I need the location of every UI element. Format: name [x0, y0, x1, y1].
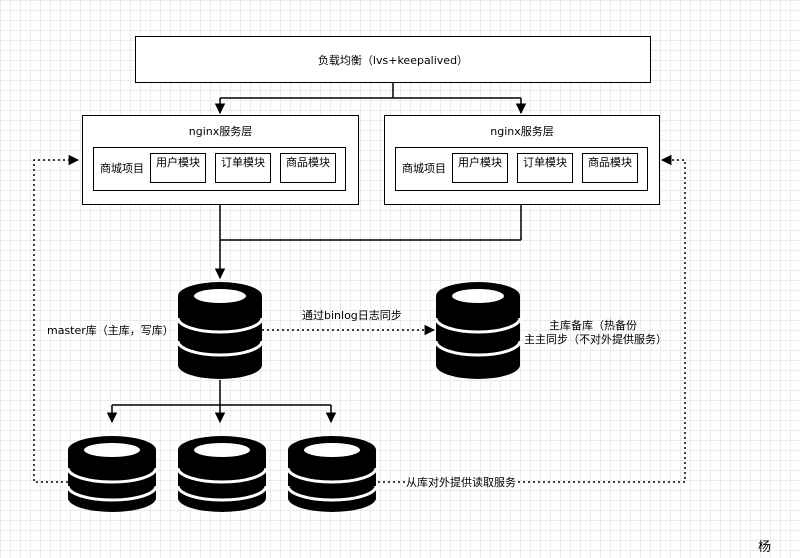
database-icon-slave-2	[176, 436, 268, 512]
nginx-left-project-box: 商城项目 用户模块 订单模块 商品模块	[93, 147, 346, 191]
load-balancer-label: 负载均衡（lvs+keepalived）	[317, 54, 469, 67]
nginx-right-module-product: 商品模块	[582, 153, 638, 183]
master-db-label: master库（主库，写库）	[47, 324, 174, 337]
nginx-right-module-order: 订单模块	[517, 153, 573, 183]
database-icon-master	[176, 282, 264, 379]
slave-to-nginx-right-feedback	[378, 154, 686, 483]
database-icon-slave-1	[66, 436, 158, 512]
nginx-right-project-box: 商城项目 用户模块 订单模块 商品模块	[395, 147, 648, 191]
nginx-to-master-connector	[214, 205, 522, 280]
nginx-right-project-label: 商城项目	[402, 162, 446, 175]
nginx-left-title: nginx服务层	[188, 125, 253, 138]
binlog-sync-label: 通过binlog日志同步	[302, 309, 402, 322]
backup-db-label-line2: 主主同步（不对外提供服务）	[524, 333, 667, 346]
database-icon-slave-3	[286, 436, 378, 512]
lb-to-nginx-connector	[214, 82, 527, 115]
nginx-left-module-user: 用户模块	[150, 153, 206, 183]
author-signature: 杨	[758, 540, 772, 555]
database-icon-backup	[434, 282, 522, 379]
nginx-right-module-user: 用户模块	[452, 153, 508, 183]
nginx-left-project-label: 商城项目	[100, 162, 144, 175]
nginx-left-module-product: 商品模块	[280, 153, 336, 183]
load-balancer-box: 负载均衡（lvs+keepalived）	[135, 36, 651, 83]
nginx-right-title: nginx服务层	[490, 125, 554, 138]
slave-to-nginx-left-feedback	[33, 154, 80, 483]
slaves-read-service-label: 从库对外提供读取服务	[406, 476, 516, 489]
nginx-left-box: nginx服务层 商城项目 用户模块 订单模块 商品模块	[82, 115, 359, 205]
nginx-left-module-order: 订单模块	[215, 153, 271, 183]
nginx-right-box: nginx服务层 商城项目 用户模块 订单模块 商品模块	[384, 115, 660, 205]
backup-db-label-line1: 主库备库（热备份	[549, 319, 637, 332]
master-to-slaves-connector	[106, 380, 337, 424]
